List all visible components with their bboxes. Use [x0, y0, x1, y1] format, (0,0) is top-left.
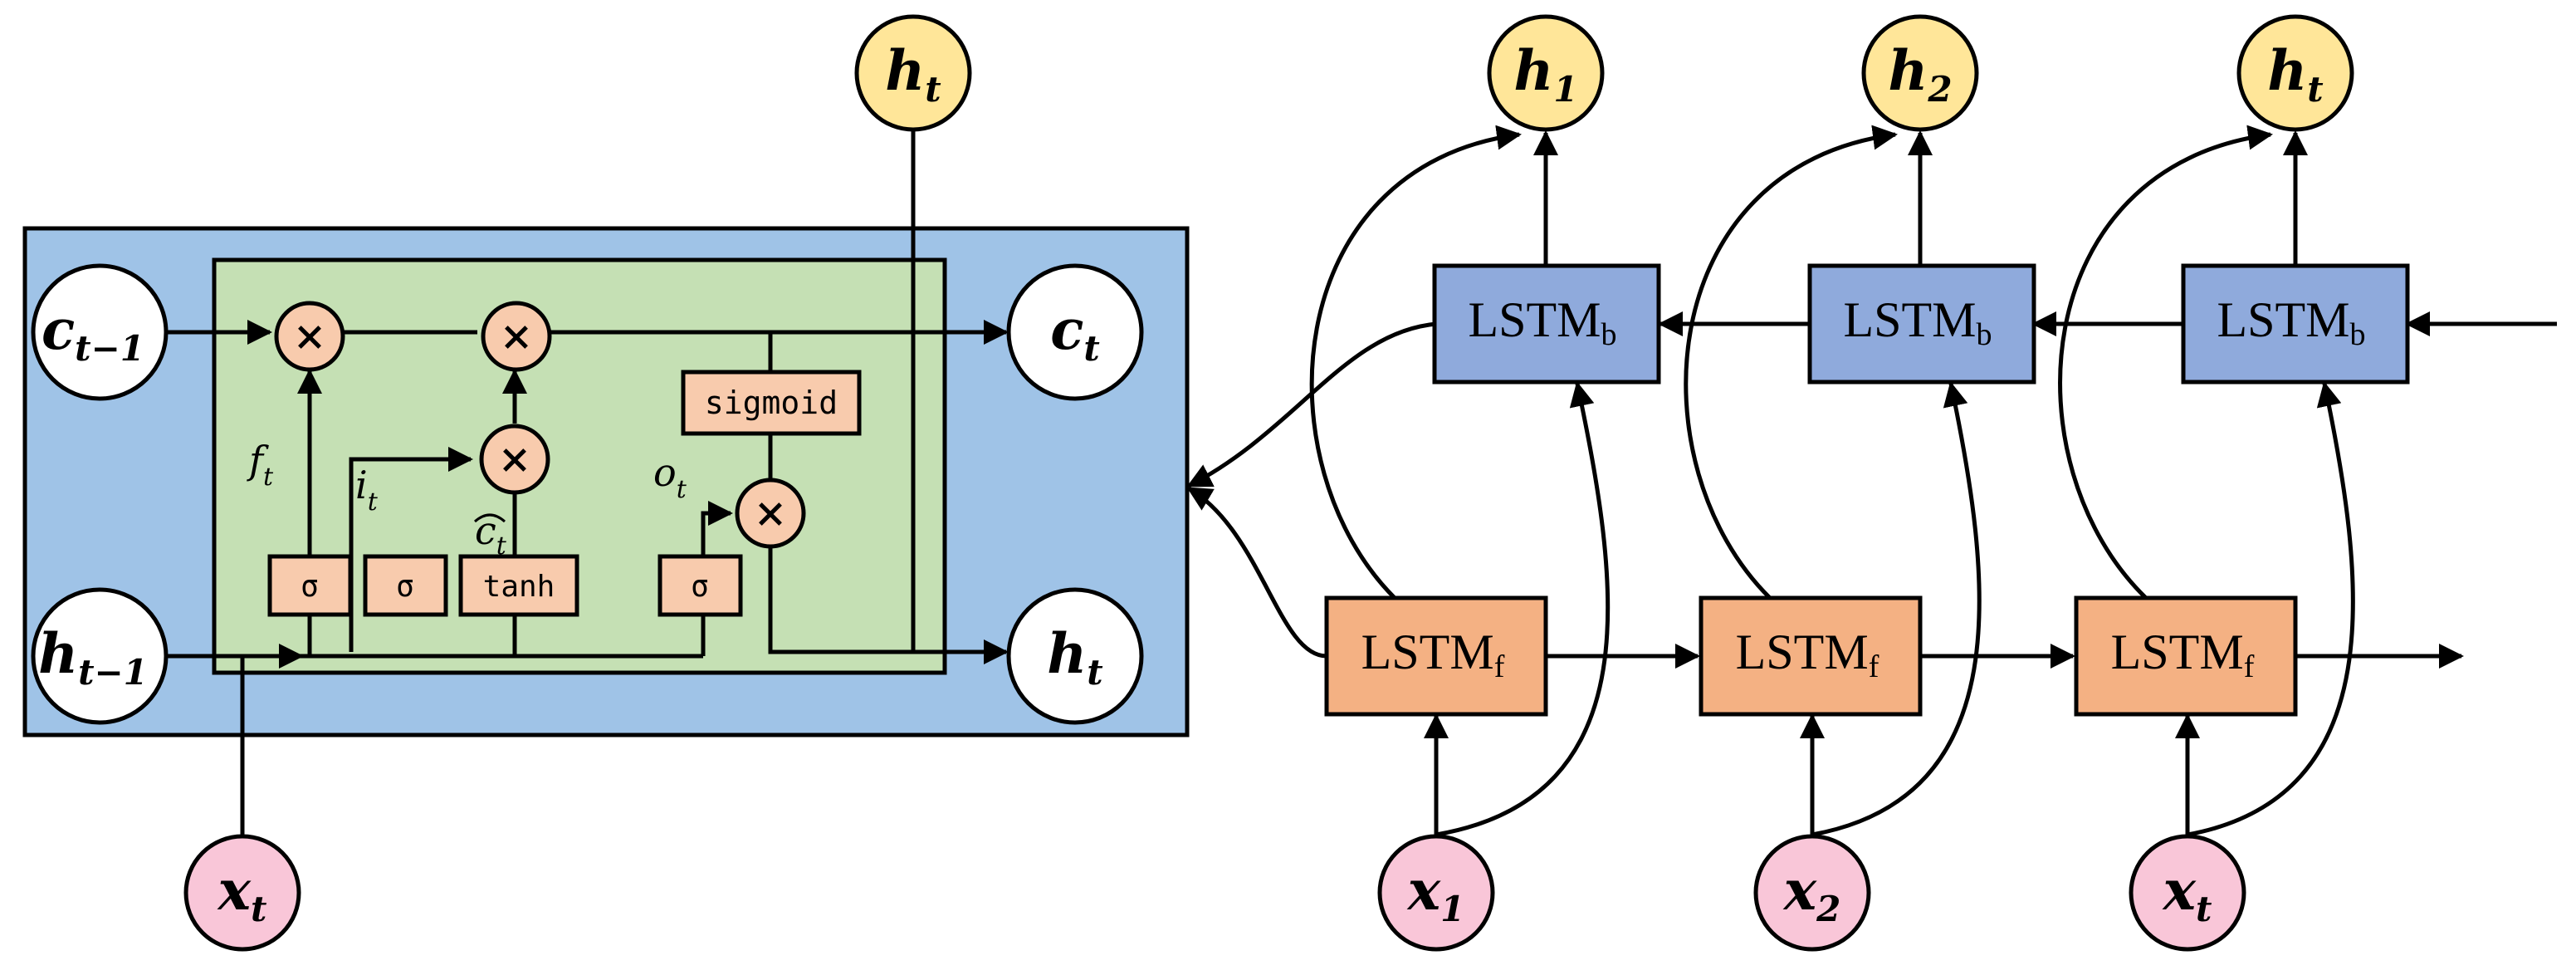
- label-o-t: ot: [653, 450, 687, 504]
- svg-text:tanh: tanh: [483, 570, 555, 604]
- lstm-backward-1: LSTMb: [1432, 263, 1661, 385]
- multiply-node-forget: ×: [274, 301, 345, 372]
- node-h-prev: ht−1: [31, 587, 169, 725]
- svg-text:LSTMb: LSTMb: [1468, 292, 1616, 352]
- svg-text:h2: h2: [1888, 38, 1952, 110]
- svg-text:LSTMb: LSTMb: [2217, 292, 2365, 352]
- svg-text:ht: ht: [2267, 38, 2323, 110]
- lstm-forward-2: LSTMf: [1699, 595, 1923, 717]
- svg-text:xt: xt: [2162, 858, 2212, 929]
- lstm-backward-2: LSTMb: [1807, 263, 2036, 385]
- svg-text:×: ×: [498, 436, 531, 483]
- svg-text:ct−1: ct−1: [42, 297, 144, 369]
- svg-text:ht: ht: [1047, 621, 1102, 693]
- svg-text:×: ×: [293, 313, 326, 360]
- node-h-top: ht: [854, 14, 972, 132]
- svg-text:ht−1: ht−1: [38, 621, 148, 693]
- node-c-prev: ct−1: [31, 263, 169, 401]
- bilstm-connections: [1186, 125, 2557, 837]
- svg-text:LSTMf: LSTMf: [2111, 625, 2255, 684]
- gate-candidate-tanh: tanh: [458, 554, 579, 617]
- multiply-node-cell: ×: [481, 301, 552, 372]
- svg-text:sigmoid: sigmoid: [705, 385, 838, 421]
- gate-input-sigma: σ: [363, 554, 448, 617]
- svg-text:h1: h1: [1513, 38, 1577, 110]
- svg-text:σ: σ: [396, 570, 414, 604]
- lstm-forward-1: LSTMf: [1324, 595, 1548, 717]
- node-x-in: xt: [183, 834, 301, 952]
- input-node-2: x2: [1753, 834, 1871, 952]
- svg-text:σ: σ: [691, 570, 709, 604]
- svg-text:σ: σ: [301, 570, 319, 604]
- output-node-3: ht: [2236, 14, 2354, 132]
- svg-text:ct: ct: [1050, 297, 1100, 369]
- input-node-1: x1: [1377, 834, 1495, 952]
- gate-output-sigma: σ: [657, 554, 743, 617]
- svg-text:ht: ht: [885, 38, 941, 110]
- gate-forget-sigma: σ: [267, 554, 353, 617]
- svg-text:LSTMf: LSTMf: [1361, 625, 1505, 684]
- svg-text:×: ×: [754, 490, 787, 536]
- output-node-1: h1: [1487, 14, 1605, 132]
- label-f-t: ft: [247, 438, 274, 492]
- node-c-next: ct: [1006, 263, 1144, 401]
- node-h-next: ht: [1006, 587, 1144, 725]
- svg-text:ct: ct: [475, 508, 507, 561]
- label-c-tilde-t: ct: [474, 508, 507, 561]
- multiply-node-output: ×: [735, 478, 806, 549]
- svg-text:x1: x1: [1406, 858, 1465, 929]
- svg-text:×: ×: [500, 313, 533, 360]
- multiply-node-input: ×: [479, 424, 550, 495]
- lstm-forward-3: LSTMf: [2074, 595, 2298, 717]
- label-i-t: it: [355, 463, 379, 517]
- gate-sigmoid: sigmoid: [681, 370, 862, 436]
- svg-text:xt: xt: [217, 858, 267, 929]
- svg-text:LSTMf: LSTMf: [1736, 625, 1879, 684]
- lstm-backward-3: LSTMb: [2181, 263, 2410, 385]
- svg-text:LSTMb: LSTMb: [1843, 292, 1992, 352]
- output-node-2: h2: [1861, 14, 1979, 132]
- input-node-3: xt: [2129, 834, 2246, 952]
- svg-text:x2: x2: [1782, 858, 1841, 929]
